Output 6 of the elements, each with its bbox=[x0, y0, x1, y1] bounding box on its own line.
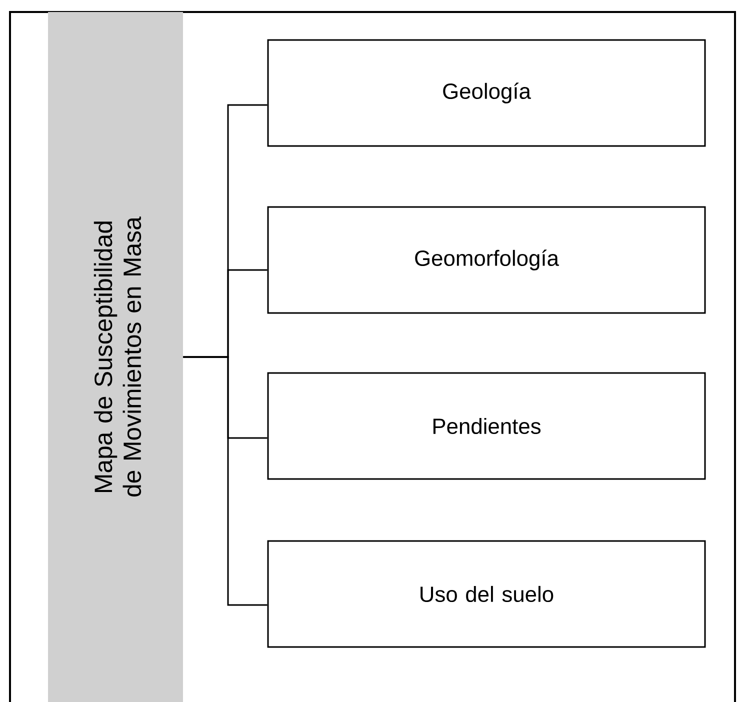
connector-line bbox=[183, 356, 268, 606]
category-box: Pendientes bbox=[267, 372, 706, 480]
title-bar: Mapa de Susceptibilidad de Movimientos en Masa bbox=[48, 12, 183, 702]
category-box: Uso del suelo bbox=[267, 540, 706, 648]
category-box: Geología bbox=[267, 39, 706, 147]
category-box: Geomorfología bbox=[267, 206, 706, 314]
